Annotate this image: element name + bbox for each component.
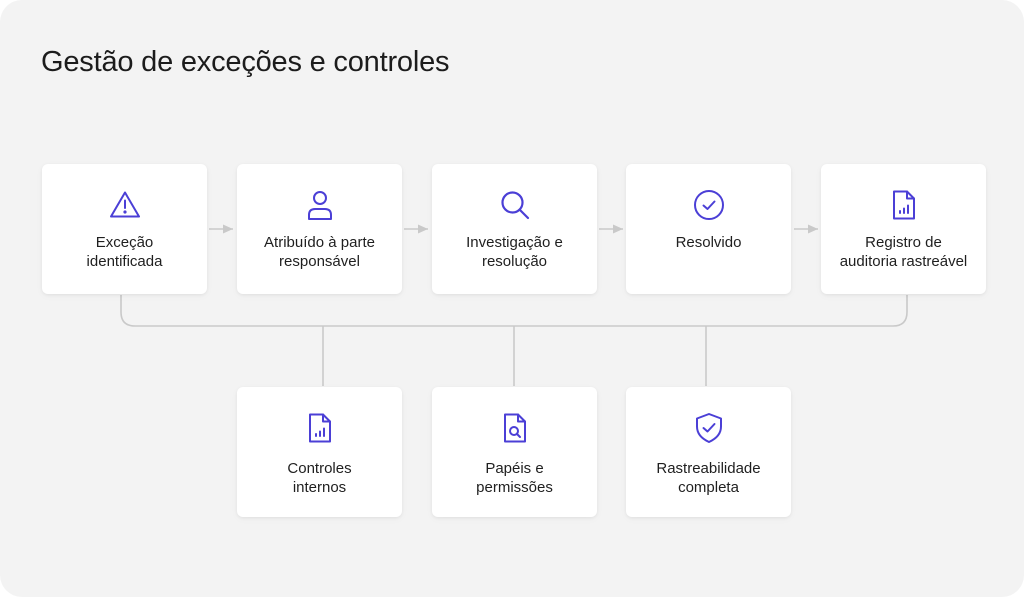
flow-step-label: Exceção identificada bbox=[86, 234, 163, 270]
search-icon bbox=[498, 188, 532, 222]
report-document-icon bbox=[887, 188, 921, 222]
page-title: Gestão de exceções e controles bbox=[41, 46, 450, 78]
shield-check-icon bbox=[692, 411, 726, 445]
report-document-icon bbox=[303, 411, 337, 445]
outcome-internal-controls: Controles internos bbox=[237, 387, 402, 517]
flow-step-audit-log: Registro de auditoria rastreável bbox=[821, 164, 986, 294]
flow-step-resolved: Resolvido bbox=[626, 164, 791, 294]
outcome-label: Controles internos bbox=[287, 460, 352, 496]
outcome-label: Papéis e permissões bbox=[476, 460, 553, 496]
flow-step-assigned: Atribuído à parte responsável bbox=[237, 164, 402, 294]
warning-triangle-icon bbox=[108, 188, 142, 222]
document-search-icon bbox=[498, 411, 532, 445]
person-icon bbox=[303, 188, 337, 222]
flow-step-investigation: Investigação e resolução bbox=[432, 164, 597, 294]
flow-step-label: Registro de auditoria rastreável bbox=[839, 234, 968, 270]
outcome-label: Rastreabilidade completa bbox=[656, 460, 761, 496]
flow-step-label: Resolvido bbox=[675, 234, 742, 251]
flow-step-exception-identified: Exceção identificada bbox=[42, 164, 207, 294]
outcome-roles-permissions: Papéis e permissões bbox=[432, 387, 597, 517]
check-circle-icon bbox=[692, 188, 726, 222]
flow-step-label: Atribuído à parte responsável bbox=[264, 234, 375, 270]
outcome-full-traceability: Rastreabilidade completa bbox=[626, 387, 791, 517]
flow-step-label: Investigação e resolução bbox=[466, 234, 563, 270]
feedback-bracket bbox=[120, 295, 908, 327]
